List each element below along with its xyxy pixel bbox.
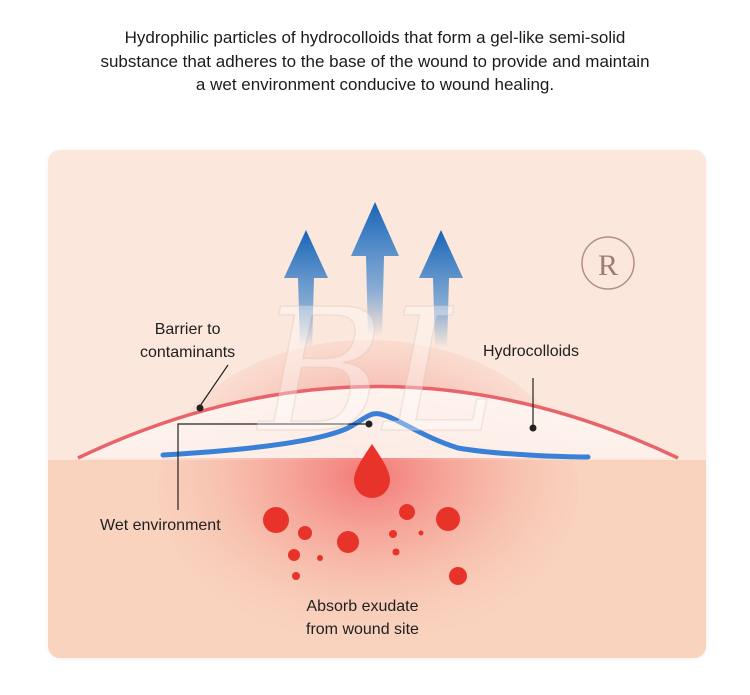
watermark-logo: BL: [256, 273, 497, 471]
wound-diagram: R BL: [48, 150, 706, 658]
particle: [288, 549, 300, 561]
exudate-particles: [263, 504, 467, 585]
arrow-up-left-icon: [284, 230, 328, 348]
particle: [317, 555, 323, 561]
diagram-panel: R BL Barrier to contaminants Hydrocolloi…: [48, 150, 706, 658]
leader-dot: [529, 424, 537, 432]
particle: [389, 530, 397, 538]
leader-lines: [177, 364, 534, 510]
particle: [449, 567, 467, 585]
caption-line: Hydrophilic particles of hydrocolloids t…: [124, 28, 626, 47]
moisture-arrows: [284, 202, 463, 348]
leader-barrier: [199, 364, 229, 407]
particle: [399, 504, 415, 520]
barrier-label: Barrier to contaminants: [140, 318, 235, 364]
hydrocolloid-layer: [160, 411, 591, 460]
leader-dot: [365, 420, 373, 428]
leader-dot: [196, 404, 204, 412]
arrow-up-right-icon: [419, 230, 463, 348]
particle: [392, 548, 400, 556]
particle: [337, 531, 359, 553]
wet-environment-label: Wet environment: [100, 517, 221, 534]
absorb-label-line: Absorb exudate: [306, 598, 419, 615]
caption-line: a wet environment conducive to wound hea…: [195, 75, 555, 94]
particle: [418, 530, 424, 536]
registered-circle: [581, 236, 635, 290]
particle: [263, 507, 289, 533]
barrier-label-line: Barrier to: [154, 321, 221, 338]
barrier-layer: [77, 384, 679, 460]
absorb-exudate-label: Absorb exudate from wound site: [306, 595, 419, 641]
particle: [292, 572, 300, 580]
particle: [436, 507, 460, 531]
registered-trademark-icon: R: [581, 236, 635, 290]
particle: [298, 526, 312, 540]
leader-dots: [196, 404, 537, 432]
arrow-up-center-icon: [351, 202, 399, 336]
leader-wet-environment: [177, 423, 368, 510]
registered-letter: R: [598, 249, 618, 282]
caption-line: substance that adheres to the base of th…: [100, 51, 650, 71]
hydrocolloids-label: Hydrocolloids: [483, 343, 580, 360]
description-caption: Hydrophilic particles of hydrocolloids t…: [40, 26, 710, 97]
barrier-label-line: contaminants: [140, 344, 236, 361]
absorb-label-line: from wound site: [306, 621, 419, 638]
exudate-drop-icon: [354, 444, 390, 498]
